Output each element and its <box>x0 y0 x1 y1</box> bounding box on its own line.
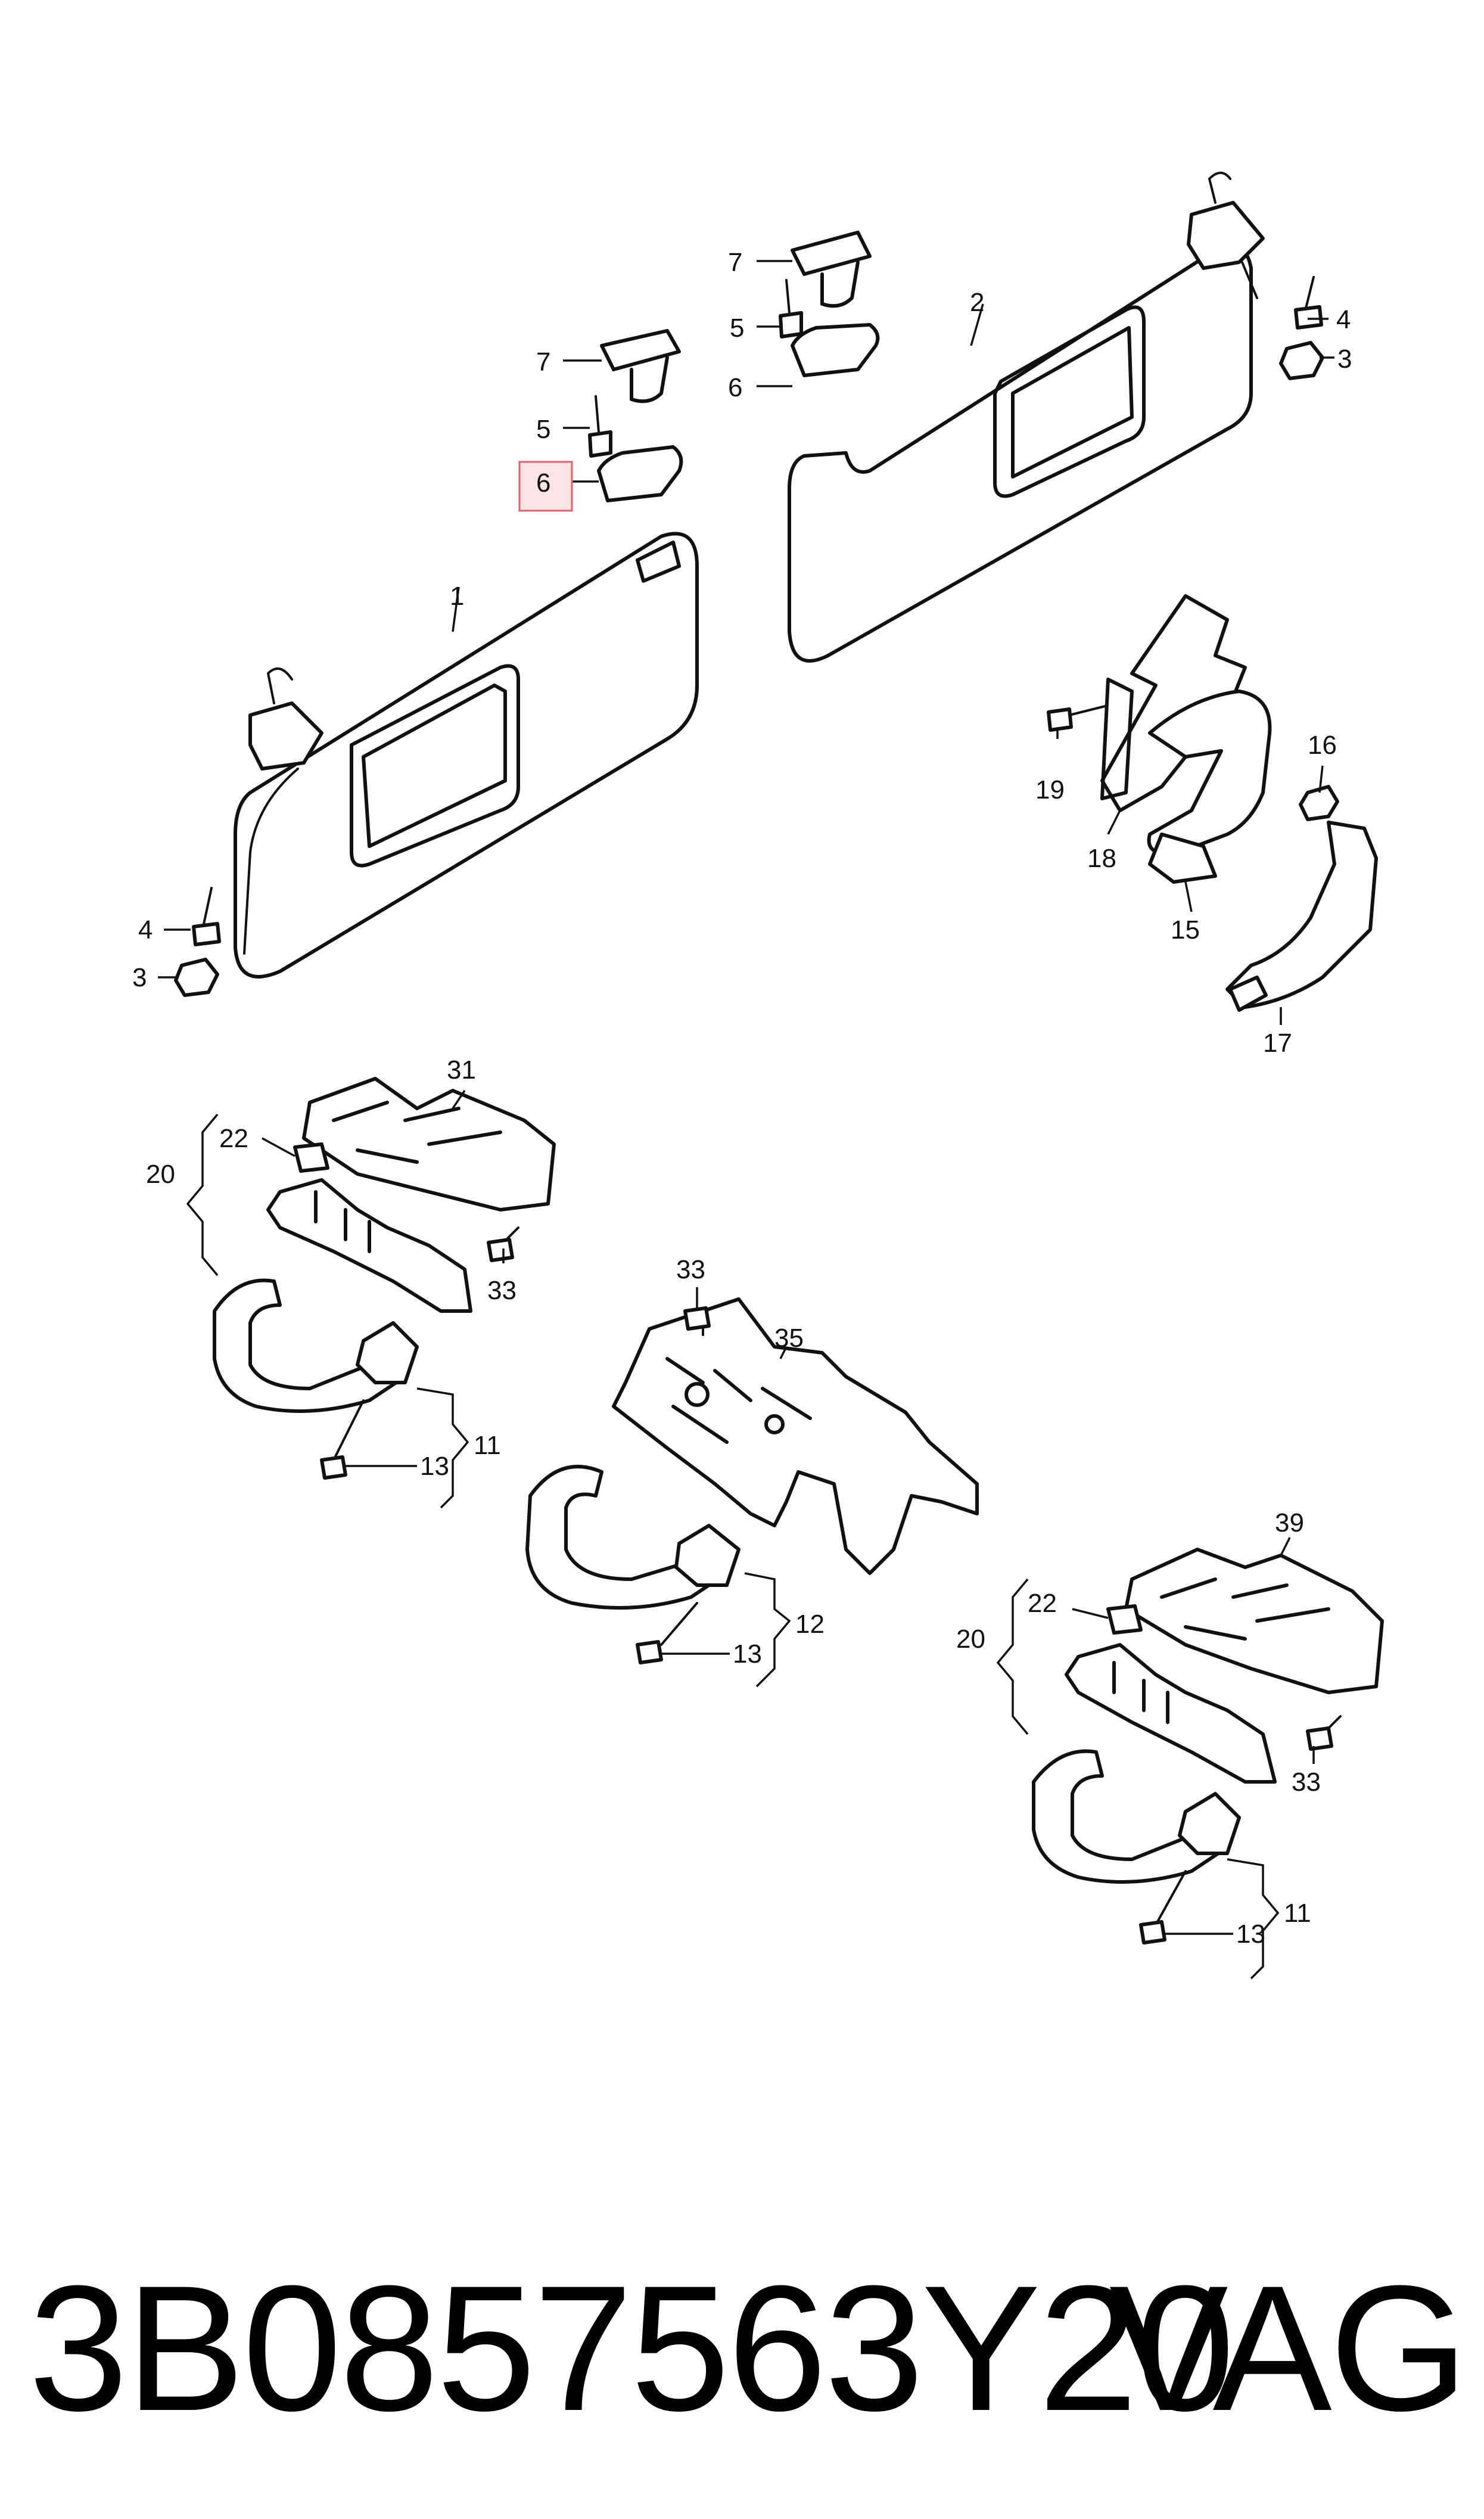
brand-name: VAG <box>1109 2248 1469 2448</box>
grab-handle-assembly-middle <box>525 1297 979 1664</box>
callout-5: 5 <box>730 313 744 343</box>
callout-33-middle: 33 <box>676 1255 705 1284</box>
callout-35: 35 <box>774 1324 804 1353</box>
callout-3: 3 <box>1337 344 1352 374</box>
callout-13-right: 13 <box>1236 1919 1265 1949</box>
callout-3-left: 3 <box>132 963 147 992</box>
callout-1: 1 <box>450 582 464 611</box>
grab-handle-assembly-right <box>1032 1548 1384 1945</box>
callout-6: 6 <box>728 373 742 402</box>
callout-6-lower-highlighted: 6 <box>536 468 550 498</box>
callout-17: 17 <box>1263 1029 1292 1058</box>
callout-4: 4 <box>1336 305 1351 334</box>
grab-handle-assembly-left <box>213 1077 556 1480</box>
leader-lines <box>158 260 1334 1980</box>
callout-33-right: 33 <box>1292 1768 1321 1797</box>
callout-33: 33 <box>487 1276 517 1305</box>
callout-7: 7 <box>728 248 742 277</box>
part-number: 3B0857563Y20 <box>29 2248 1235 2448</box>
callout-13: 13 <box>420 1452 449 1481</box>
callout-labels: 1 2 3 4 5 6 7 5 6 7 4 3 19 18 15 16 17 3… <box>132 248 1352 1949</box>
highlighted-callout-box <box>518 461 573 512</box>
callout-22-right: 22 <box>1028 1589 1057 1618</box>
grab-handle-assembly-upper <box>1047 594 1378 1012</box>
callout-2: 2 <box>970 288 984 317</box>
callout-31: 31 <box>447 1055 476 1085</box>
callout-20: 20 <box>146 1160 175 1189</box>
callout-22: 22 <box>219 1124 248 1153</box>
callout-5-lower: 5 <box>536 415 550 444</box>
callout-19: 19 <box>1035 775 1065 805</box>
visor-clip-lower <box>588 329 683 502</box>
visor-clip-upper <box>779 231 880 377</box>
visor-screws-nuts <box>174 276 1324 997</box>
callout-16: 16 <box>1308 731 1337 760</box>
exploded-parts-diagram: 1 2 3 4 5 6 7 5 6 7 4 3 19 18 15 16 17 3… <box>132 172 1384 1980</box>
callout-11-right: 11 <box>1284 1899 1311 1928</box>
callout-18: 18 <box>1087 844 1116 873</box>
callout-4-left: 4 <box>138 915 153 945</box>
callout-39: 39 <box>1275 1508 1304 1538</box>
callout-11: 11 <box>474 1431 501 1460</box>
callout-12: 12 <box>795 1610 825 1639</box>
callout-7-lower: 7 <box>536 347 550 377</box>
callout-15: 15 <box>1171 915 1200 945</box>
sun-visor-left <box>234 532 699 979</box>
sun-visor-right <box>788 172 1265 663</box>
callout-20-right: 20 <box>956 1625 985 1654</box>
callout-13-middle: 13 <box>733 1639 762 1669</box>
